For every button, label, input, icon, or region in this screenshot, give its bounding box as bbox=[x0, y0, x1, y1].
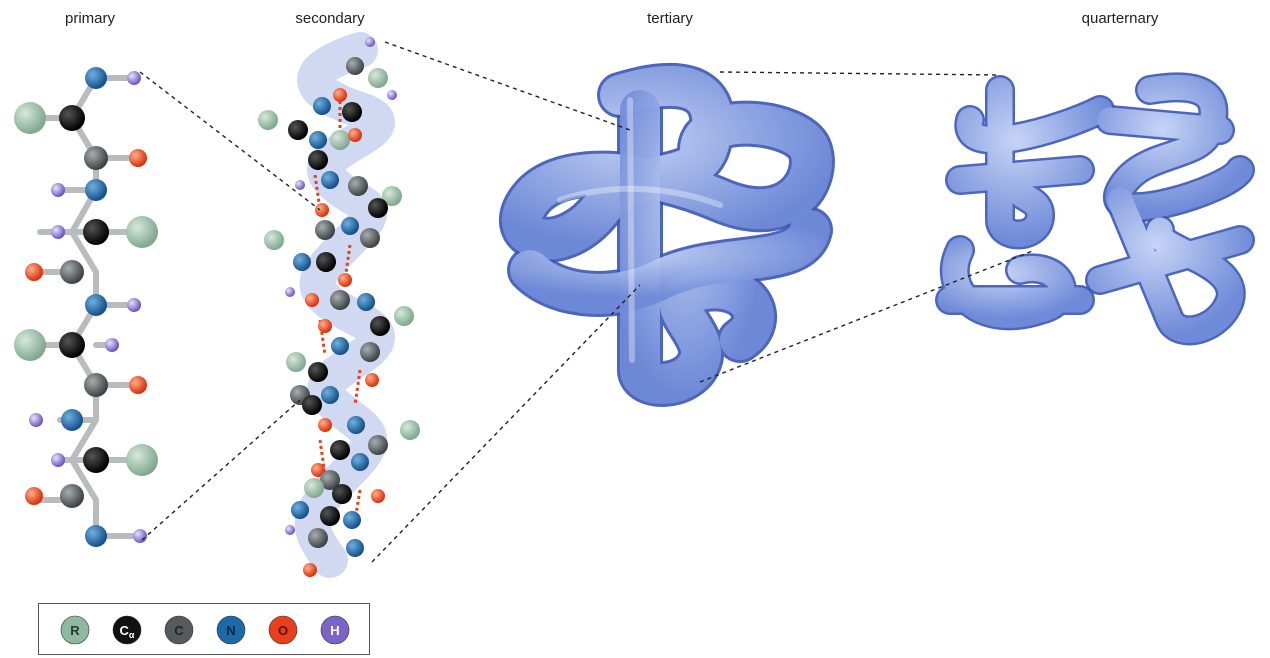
legend-item-4: O bbox=[269, 616, 297, 644]
protein-structure-diagram bbox=[0, 0, 1270, 600]
legend-label-5: H bbox=[330, 623, 339, 638]
atom-legend-symbols: R Cα C N O H bbox=[39, 604, 371, 656]
legend-item-1: Cα bbox=[113, 616, 141, 644]
tertiary-fold bbox=[522, 86, 812, 384]
legend-item-2: C bbox=[165, 616, 193, 644]
legend-label-2: C bbox=[174, 623, 184, 638]
legend-item-0: R bbox=[61, 616, 89, 644]
legend-item-3: N bbox=[217, 616, 245, 644]
atom-legend: R Cα C N O H bbox=[38, 603, 370, 655]
primary-chain bbox=[14, 67, 158, 547]
legend-label-3: N bbox=[226, 623, 235, 638]
legend-label-0: R bbox=[70, 623, 80, 638]
secondary-helix bbox=[258, 37, 420, 577]
legend-item-5: H bbox=[321, 616, 349, 644]
quaternary-assembly bbox=[950, 87, 1240, 330]
legend-label-4: O bbox=[278, 623, 288, 638]
